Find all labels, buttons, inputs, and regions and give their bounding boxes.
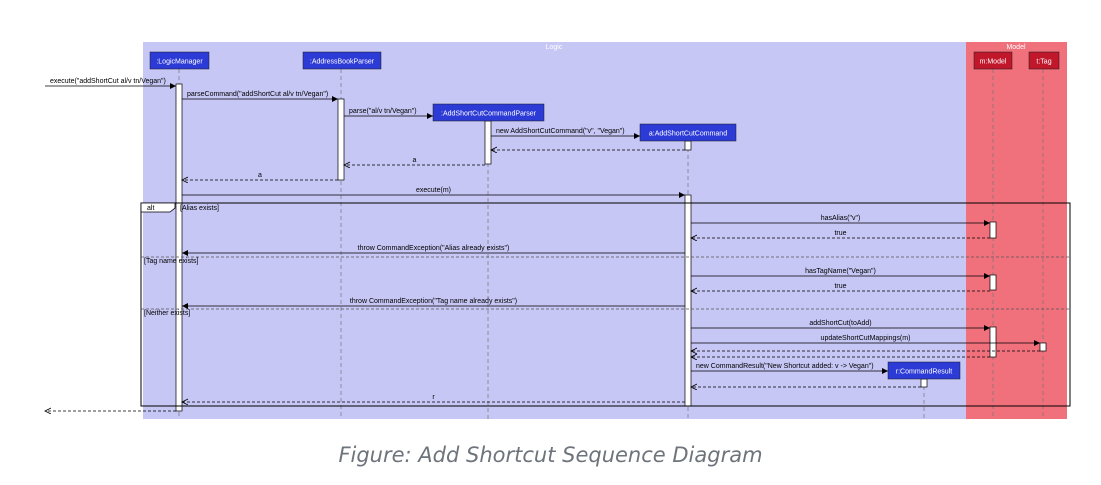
participant-label-ascp: :AddShortCutCommandParser — [441, 111, 537, 118]
message-label-has-alias: hasAlias("v") — [821, 215, 861, 222]
participant-cr — [887, 361, 961, 380]
message-label-update-mappings: updateShortCutMappings(m) — [821, 335, 911, 342]
message-label-throw-tag: throw CommandException("Tag name already… — [350, 298, 517, 305]
model-box — [966, 42, 1067, 419]
alt-guard: [Neither exists] — [144, 310, 190, 317]
message-label-throw-alias: throw CommandException("Alias already ex… — [358, 245, 510, 252]
message-label-return-a2: a — [258, 172, 262, 179]
activation-bar — [175, 83, 183, 412]
message-label-return-r: r — [432, 394, 435, 401]
alt-keyword: alt — [147, 205, 154, 212]
activation-bar — [989, 326, 997, 358]
participant-label-cr: r:CommandResult — [896, 369, 952, 376]
logic-box — [143, 42, 966, 419]
alt-guard: [Alias exists] — [180, 205, 219, 212]
activation-bar — [484, 120, 492, 165]
participant-tag — [1028, 51, 1060, 70]
alt-guard: [Tag name exists] — [144, 258, 199, 265]
message-label-return-a1: a — [413, 157, 417, 164]
message-label-true-2: true — [834, 283, 846, 290]
participant-label-model: m:Model — [980, 59, 1007, 66]
activation-bar — [920, 378, 928, 388]
logic-box-title: Logic — [546, 44, 563, 51]
message-label-new-result: new CommandResult("New Shortcut added: v… — [696, 363, 874, 370]
sequence-diagram: Logic Model :LogicManager :AddressBookParse… — [0, 42, 1071, 419]
participant-lm — [149, 51, 210, 70]
activation-bar — [1039, 342, 1047, 352]
message-label-add-shortcut: addShortCut(toAdd) — [809, 320, 871, 327]
participant-model — [973, 51, 1013, 70]
activation-bar — [337, 98, 345, 181]
message-label-execute-in: execute("addShortCut al/v tn/Vegan") — [50, 78, 166, 85]
participant-ascp — [432, 103, 545, 122]
participant-label-lm: :LogicManager — [156, 59, 203, 66]
participant-asc — [639, 123, 737, 142]
model-box-title: Model — [1006, 44, 1026, 51]
message-label-true-1: true — [834, 230, 846, 237]
activation-bar — [989, 221, 997, 239]
activation-bar — [684, 194, 692, 407]
message-label-has-tag-name: hasTagName("Vegan") — [805, 268, 876, 275]
activation-bar — [684, 140, 692, 151]
participant-label-asc: a:AddShortCutCommand — [649, 131, 727, 138]
participant-abp — [302, 51, 382, 70]
message-label-new-asc: new AddShortCutCommand("v", "Vegan") — [496, 128, 625, 135]
alt-frame — [140, 202, 1071, 407]
participant-label-tag: t:Tag — [1036, 59, 1051, 66]
figure-caption: Figure: Add Shortcut Sequence Diagram — [338, 443, 763, 467]
participant-label-abp: :AddressBookParser — [310, 59, 375, 66]
message-label-execute-m: execute(m) — [416, 187, 451, 194]
message-label-parse: parse("al/v tn/Vegan") — [349, 108, 417, 115]
alt-frame-tab — [140, 202, 176, 213]
message-label-parse-command: parseCommand("addShortCut al/v tn/Vegan"… — [187, 91, 328, 98]
activation-bar — [989, 274, 997, 291]
